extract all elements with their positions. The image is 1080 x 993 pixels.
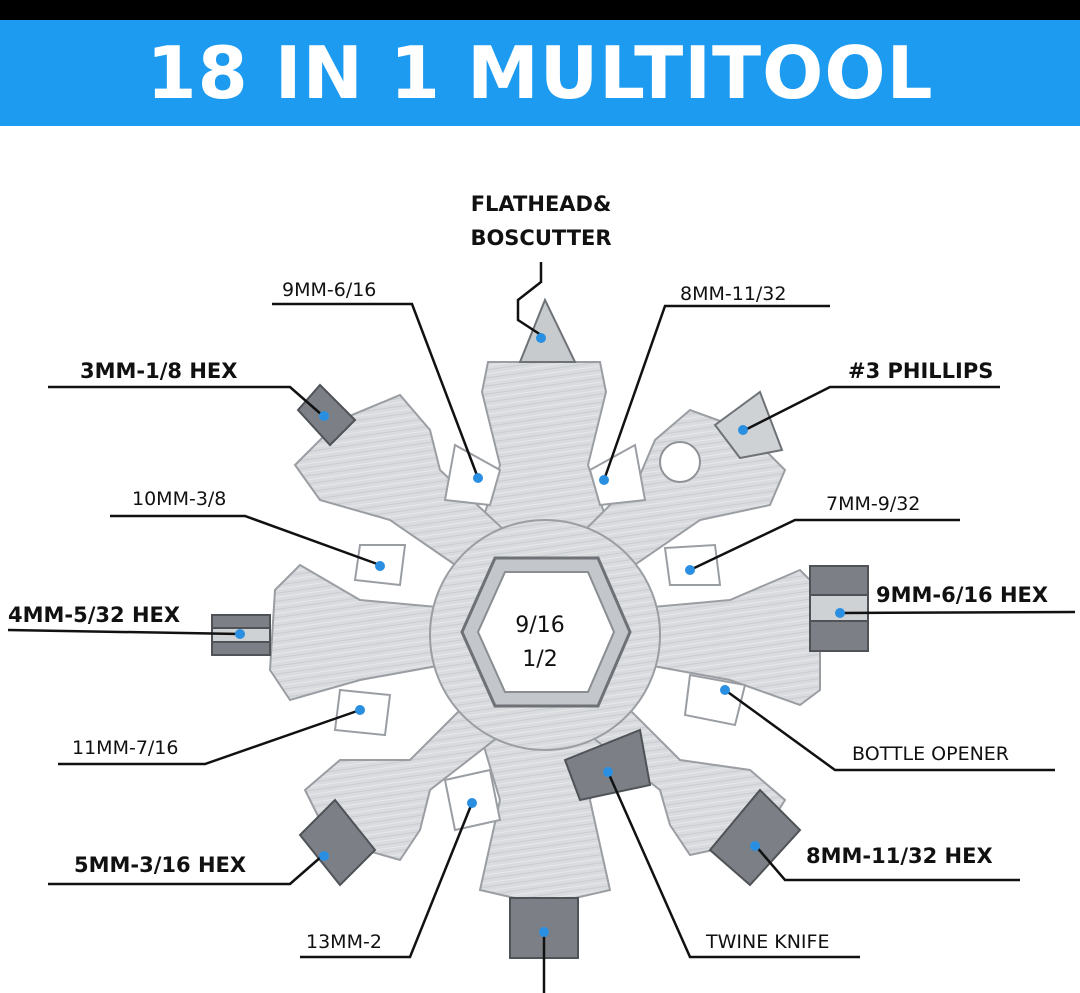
hex-bit-8mm [708,788,802,887]
label-wrench-11mm: 11MM-7/16 [72,737,179,759]
twine-knife-blade [563,728,652,802]
label-hex-5mm: 5MM-3/16 HEX [74,853,246,877]
label-flathead-2: BOSCUTTER [470,226,611,250]
center-size-bottom: 1/2 [522,647,557,672]
arm-upper-left [293,393,522,577]
title-banner: 18 IN 1 MULTITOOL [0,20,1080,126]
callout-labels: FLATHEAD& BOSCUTTER 9MM-6/16 8MM-11/32 3… [8,192,1048,953]
lanyard-hole [659,441,701,483]
label-twine-knife: TWINE KNIFE [705,931,829,953]
top-black-bar [0,0,1080,20]
label-hex-4mm: 4MM-5/32 HEX [8,603,180,627]
label-wrench-8mm: 8MM-11/32 [680,283,787,305]
label-hex-3mm: 3MM-1/8 HEX [80,359,237,383]
leader-lines [7,262,1076,993]
label-wrench-7mm: 7MM-9/32 [826,493,920,515]
center-size-top: 9/16 [515,613,564,638]
label-phillips: #3 PHILLIPS [848,359,993,383]
callout-markers [235,333,845,937]
arm-left [268,563,471,702]
flathead-tip [518,297,577,363]
phillips-tip [713,390,784,460]
page-title: 18 IN 1 MULTITOOL [146,31,934,115]
hex-bit-5mm [298,798,377,887]
label-wrench-13mm: 13MM-2 [306,931,382,953]
label-hex-8mm: 8MM-11/32 HEX [806,844,993,868]
arm-upper-right [568,408,787,577]
label-bottle-opener: BOTTLE OPENER [852,743,1009,765]
snowflake-tool-body: 9/16 1/2 [211,297,869,959]
label-hex-9mm: 9MM-6/16 HEX [876,583,1048,607]
arm-right [619,568,821,707]
label-flathead-1: FLATHEAD& [471,192,612,216]
label-wrench-9mm: 9MM-6/16 [282,279,376,301]
label-wrench-10mm: 10MM-3/8 [132,488,226,510]
